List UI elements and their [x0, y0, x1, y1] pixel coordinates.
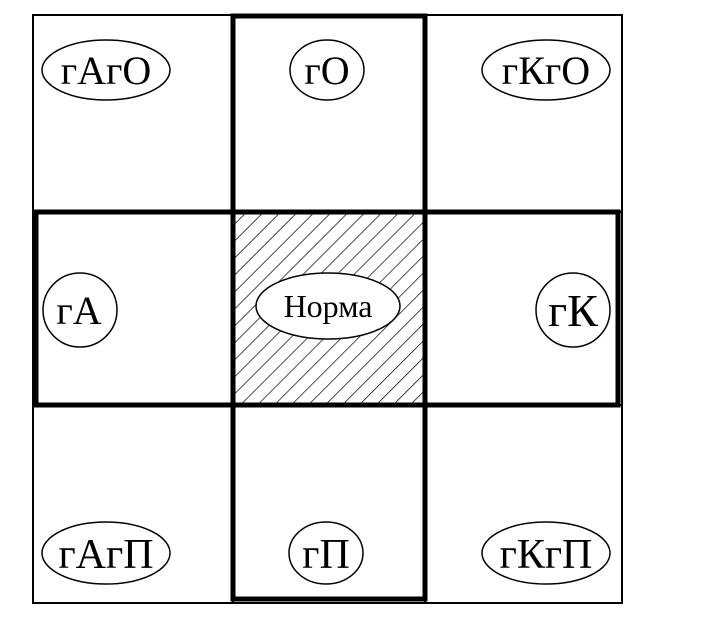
label-text: гО	[304, 48, 349, 93]
cell-middle-left: гА	[42, 272, 118, 348]
cell-top-right: гКгО	[481, 39, 611, 101]
cell-top-left: гАгО	[41, 39, 171, 101]
label-ellipse	[289, 39, 365, 101]
cell-bottom-right: гКгП	[481, 521, 611, 585]
cell-bottom-left: гАгП	[41, 521, 171, 585]
label-text: гП	[302, 532, 350, 578]
label-ellipse	[288, 521, 364, 585]
label-ellipse	[481, 521, 611, 585]
cell-bottom-center: гП	[288, 521, 364, 585]
label-text: гАгП	[58, 532, 153, 578]
label-ellipse	[41, 521, 171, 585]
label-text: гК	[548, 285, 598, 336]
cell-top-center: гО	[289, 39, 365, 101]
label-ellipse	[481, 39, 611, 101]
cell-center: Норма	[255, 272, 401, 340]
vertical-band	[230, 13, 428, 602]
label-text: гКгП	[500, 532, 593, 578]
horizontal-band	[33, 209, 621, 408]
label-text: гАгО	[61, 48, 152, 93]
label-text: гА	[56, 288, 101, 333]
label-ellipse	[535, 272, 611, 348]
label-ellipse	[255, 272, 401, 340]
label-text: гКгО	[502, 48, 590, 93]
label-ellipse	[42, 272, 118, 348]
cell-middle-right: гК	[535, 272, 611, 348]
label-ellipse	[41, 39, 171, 101]
label-text: Норма	[284, 288, 373, 324]
